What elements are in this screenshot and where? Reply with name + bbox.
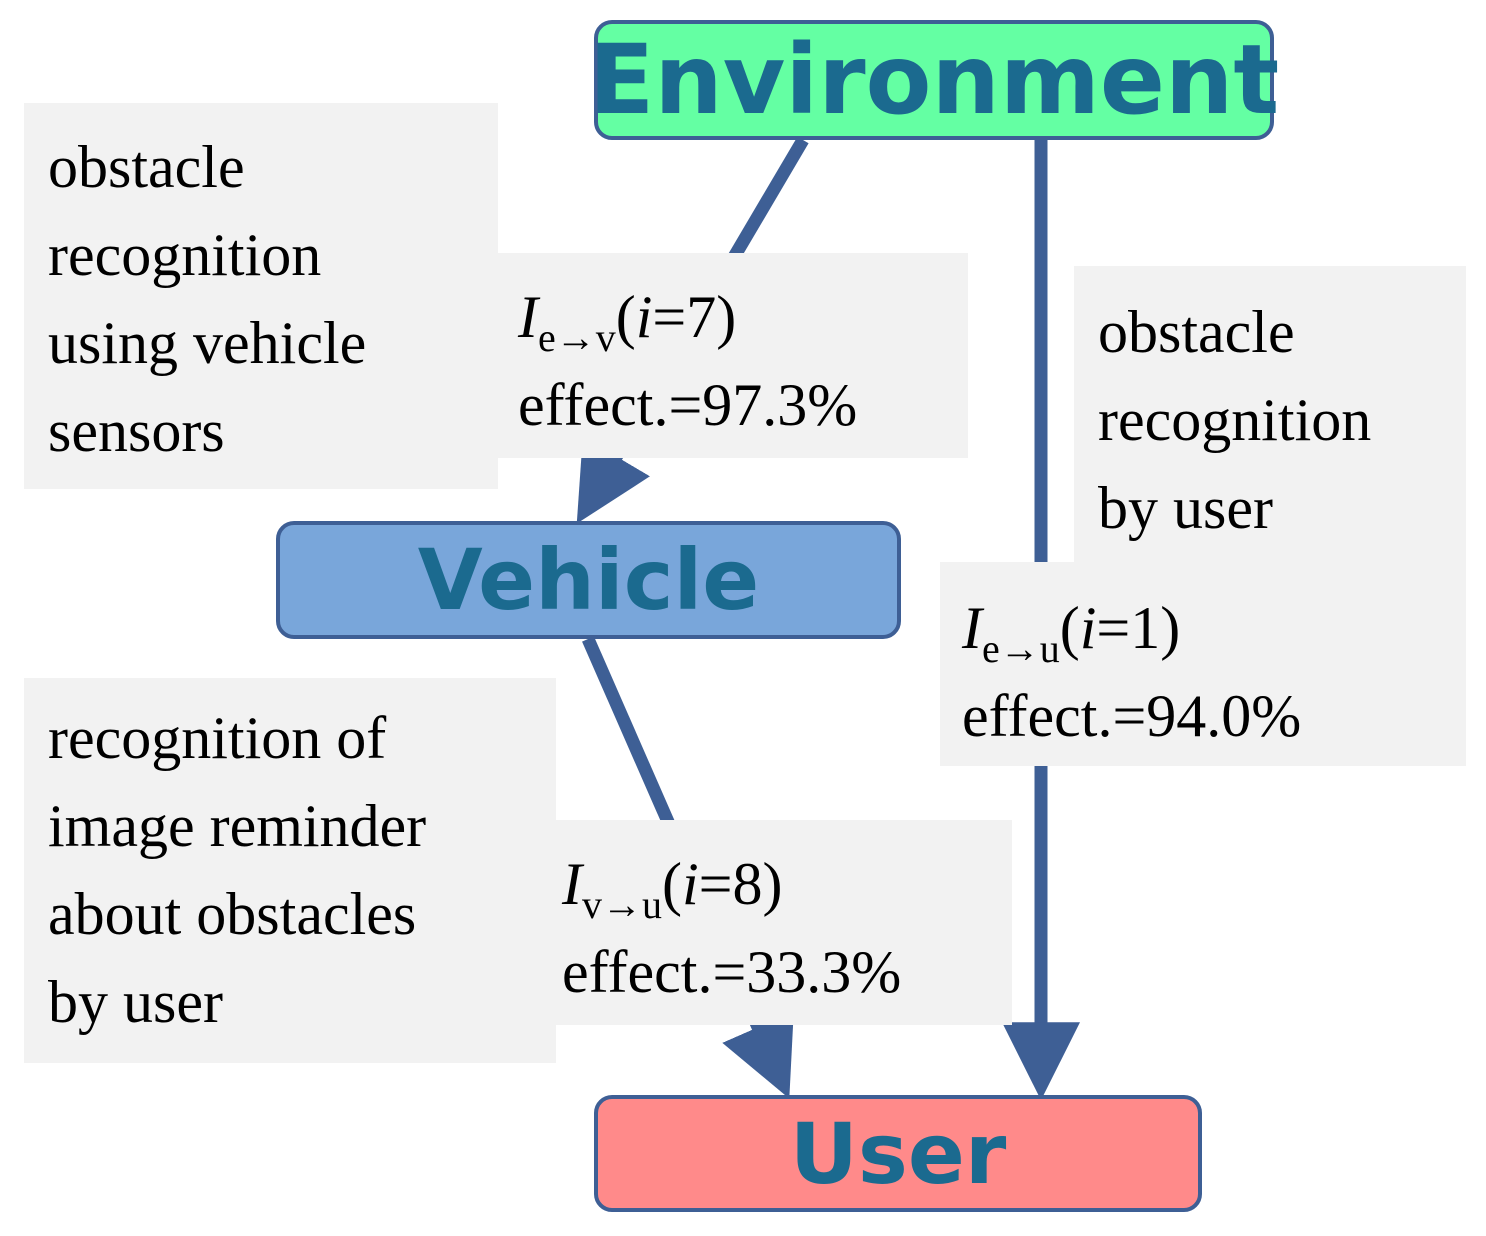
vehicle-node: Vehicle [276,521,901,639]
vehicle-to-user-description: recognition of image reminder about obst… [24,678,556,1063]
edge-effect: effect.=33.3% [562,939,902,1005]
vehicle-label: Vehicle [417,531,760,629]
formula-index-var: i [681,851,699,917]
formula-symbol: I [562,851,582,917]
edge-formula: Ie→u(i=1) [962,595,1181,671]
formula-symbol: I [518,284,538,350]
formula-index-var: i [1079,595,1097,661]
formula-index-value: =7) [652,284,737,350]
env-to-user-label: Ie→u(i=1) effect.=94.0% [940,562,1466,766]
user-node: User [594,1095,1202,1212]
description-line: by user [1098,475,1273,541]
environment-node: Environment [589,20,1279,140]
formula-index-value: =1) [1096,595,1181,661]
description-line: recognition [48,222,322,288]
description-line: image reminder [48,793,427,859]
environment-label: Environment [588,24,1280,136]
edge-formula: Ie→v(i=7) [518,284,737,360]
env-to-vehicle-description: obstacle recognition using vehicle senso… [24,103,498,489]
description-line: obstacle [1098,299,1295,365]
formula-symbol: I [962,595,982,661]
description-line: about obstacles [48,881,417,947]
formula-subscript: e→v [537,315,616,360]
formula-index-var: i [635,284,653,350]
edge-effect: effect.=94.0% [962,683,1302,749]
edge-effect: effect.=97.3% [518,372,858,438]
edge-formula: Iv→u(i=8) [562,851,783,927]
env-to-vehicle-label: Ie→v(i=7) effect.=97.3% [496,253,968,458]
description-line: sensors [48,398,225,464]
description-line: recognition [1098,387,1372,453]
description-line: using vehicle [48,310,367,376]
env-to-user-description: obstacle recognition by user [1074,266,1466,564]
vehicle-to-user-label: Iv→u(i=8) effect.=33.3% [542,820,1012,1025]
user-label: User [789,1104,1007,1203]
description-line: obstacle [48,134,245,200]
formula-subscript: e→u [981,626,1060,671]
formula-index-value: =8) [698,851,783,917]
description-line: by user [48,969,223,1035]
description-line: recognition of [48,705,387,771]
formula-subscript: v→u [581,882,662,927]
